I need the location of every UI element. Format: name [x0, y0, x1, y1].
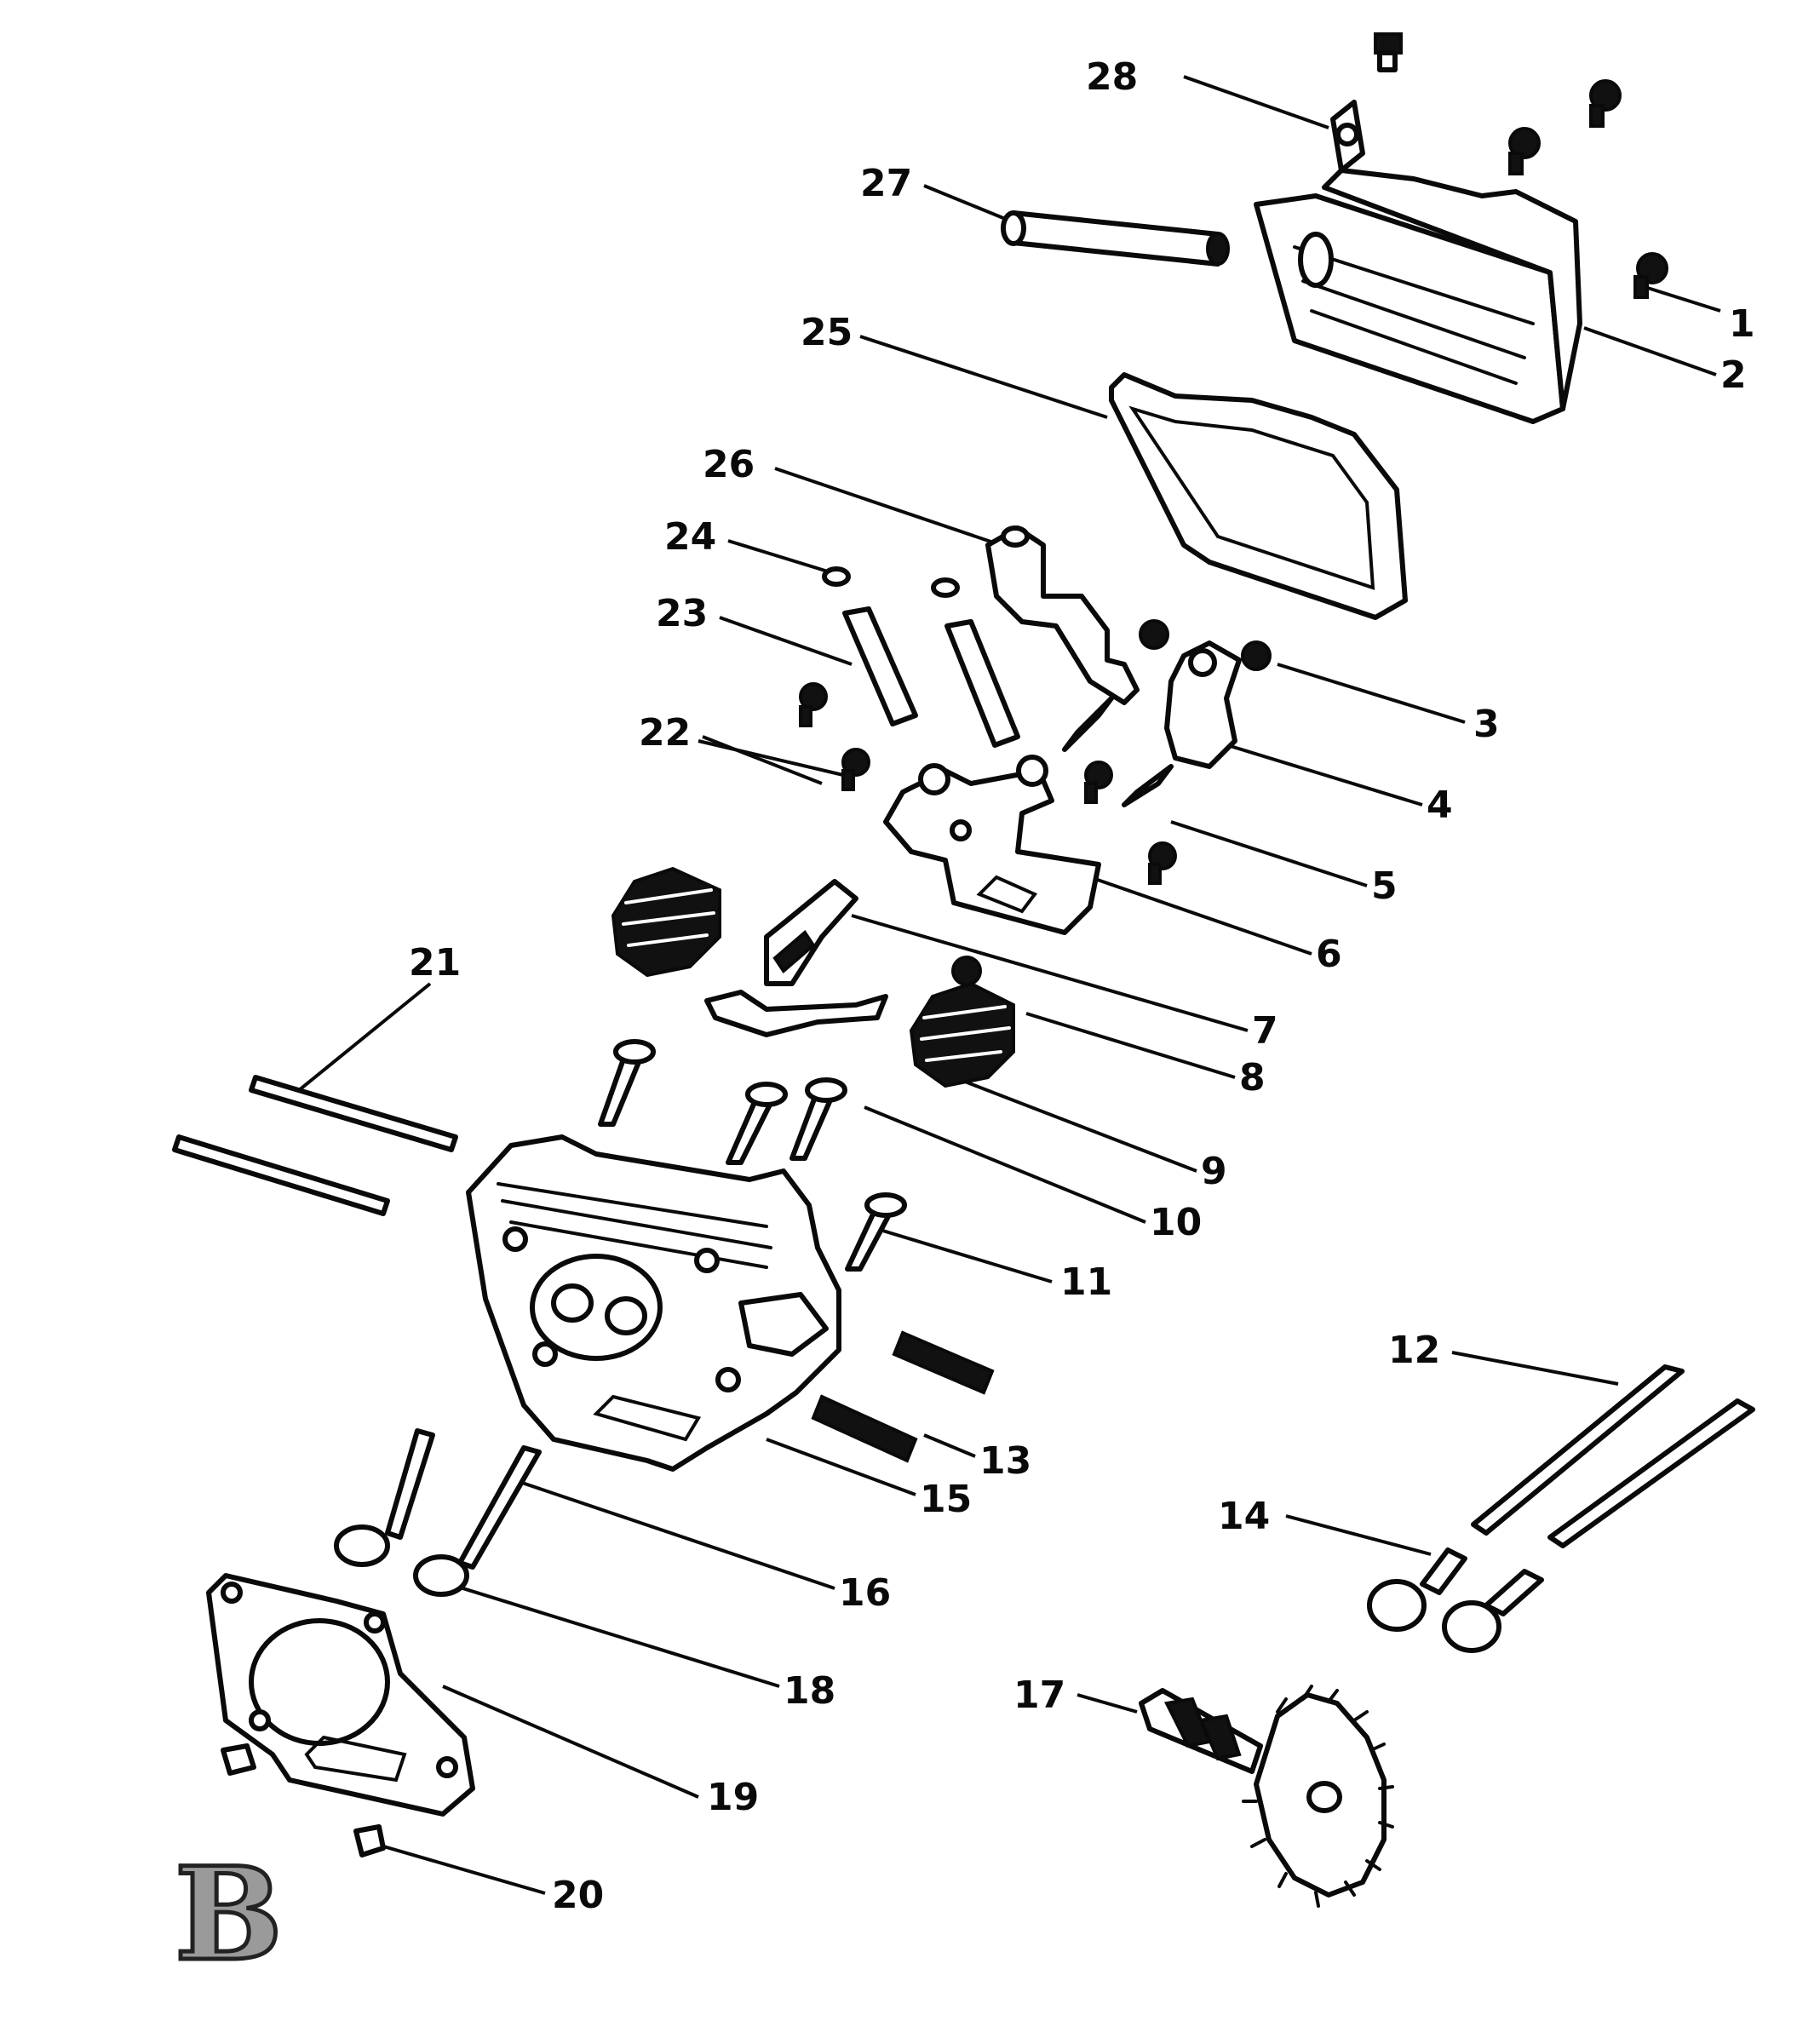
callout-24: 24	[664, 515, 716, 559]
cylinder-head-part	[466, 1134, 841, 1472]
callout-25: 25	[801, 311, 853, 354]
valve-part	[334, 1428, 542, 1597]
breather-bracket-part	[1330, 32, 1403, 173]
valve-spring-part	[611, 866, 1015, 1088]
guide-plate-part	[883, 755, 1101, 935]
callout-2: 2	[1720, 353, 1747, 397]
small-bolt-icons	[799, 682, 1177, 885]
callout-17: 17	[1013, 1674, 1065, 1717]
callout-7: 7	[1252, 1009, 1278, 1053]
rocker-arm-part	[985, 525, 1169, 705]
breather-tube-part	[1001, 210, 1230, 267]
cover-bolt-icons	[1508, 79, 1668, 299]
callout-4: 4	[1427, 784, 1453, 827]
tappet-part	[1367, 1547, 1544, 1653]
leader-lines	[292, 75, 1721, 1895]
callout-13: 13	[979, 1439, 1031, 1483]
callout-15: 15	[920, 1478, 972, 1521]
callout-23: 23	[656, 592, 708, 635]
callout-12: 12	[1388, 1329, 1440, 1372]
dowel-pin-part	[221, 1743, 386, 1857]
callout-22: 22	[639, 711, 691, 755]
callout-26: 26	[703, 443, 755, 486]
callout-16: 16	[839, 1571, 891, 1615]
rocker-block-part	[1164, 640, 1242, 769]
stud-bolt-part	[172, 1075, 458, 1216]
callout-18: 18	[784, 1669, 835, 1713]
tab-washer-part	[704, 990, 888, 1037]
camshaft-part	[1139, 1685, 1394, 1908]
rocker-shaft-part	[842, 606, 1020, 748]
callout-19: 19	[707, 1776, 759, 1819]
callout-21: 21	[409, 941, 461, 985]
callout-27: 27	[860, 162, 912, 205]
callout-9: 9	[1201, 1150, 1227, 1193]
spark-plug-part	[764, 879, 858, 986]
valve-cover-part	[1254, 168, 1582, 424]
callout-14: 14	[1218, 1495, 1270, 1538]
head-gasket-part	[206, 1573, 475, 1817]
nut-part	[1241, 640, 1272, 671]
manifold-stud-part	[811, 1330, 995, 1463]
callout-10: 10	[1150, 1201, 1202, 1244]
section-letter: B	[175, 1840, 283, 1989]
callout-11: 11	[1060, 1260, 1112, 1304]
callout-8: 8	[1239, 1056, 1266, 1099]
callout-5: 5	[1371, 864, 1398, 908]
clip-part	[822, 566, 960, 598]
callout-20: 20	[552, 1874, 604, 1917]
head-bolt-icons	[598, 1039, 907, 1272]
callout-28: 28	[1086, 55, 1138, 99]
callout-6: 6	[1316, 933, 1342, 976]
pushrod-part	[1471, 1364, 1755, 1548]
callout-labels: 28 27 25 26 24 23 22 1 2 3 4 5 6 7 8 9 1…	[409, 55, 1755, 1917]
callout-3: 3	[1473, 703, 1500, 746]
cover-gasket-part	[1109, 372, 1408, 620]
callout-1: 1	[1729, 302, 1755, 346]
